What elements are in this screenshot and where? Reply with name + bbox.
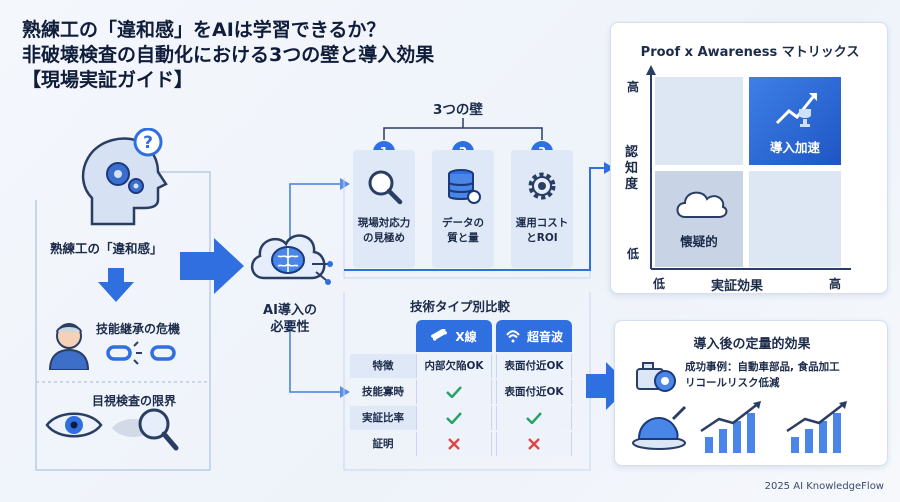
effects-line2: リコールリスク低減 <box>685 377 780 389</box>
bone-icon <box>431 329 448 341</box>
effects-line1: 成功事例：自動車部品, 食品加工 <box>685 361 840 373</box>
engine-gear-icon <box>636 362 676 392</box>
head-gears-icon: ? <box>78 127 173 232</box>
comparison-row: 技能寡時 表面付近OK <box>350 380 576 404</box>
ai-label-line2: 必要性 <box>270 320 310 335</box>
quad-bottom-left-label: 懐疑的 <box>680 234 718 249</box>
wall-1-line2: の見極め <box>363 232 405 244</box>
col-xray-header: X線 <box>416 320 492 352</box>
title-line-3: 【現場実証ガイド】 <box>22 69 194 91</box>
cloud-icon <box>676 191 728 218</box>
cross-icon <box>496 432 572 456</box>
arrow-to-ai <box>180 238 244 294</box>
matrix-x-high: 高 <box>829 277 842 291</box>
wall-card-3: 運用コスト とROI <box>511 150 573 268</box>
wall-2-line2: 質と量 <box>447 232 479 244</box>
col-xray-label: X線 <box>455 329 477 344</box>
row-label: 特徴 <box>350 354 416 378</box>
matrix-y-high: 高 <box>627 80 640 94</box>
comparison-row: 証明 <box>350 432 576 456</box>
cross-icon <box>416 432 492 456</box>
matrix-x-label: 実証効果 <box>711 279 764 294</box>
wall-1-line1: 現場対応力 <box>357 217 411 229</box>
wave-icon <box>506 330 520 343</box>
magnifier-eye-icon <box>110 404 180 458</box>
matrix-x-low: 低 <box>653 277 666 291</box>
comparison-row: 実証比率 <box>350 406 576 430</box>
ai-label: AI導入の 必要性 <box>250 302 330 336</box>
check-icon <box>416 406 492 430</box>
quad-top-left <box>655 77 743 165</box>
growth-chart-icon-2 <box>786 401 847 453</box>
effects-title: 導入後の定量的効果 <box>693 337 811 352</box>
wall-3-line2: とROI <box>526 232 558 244</box>
head-label: 熟練工の「違和感」 <box>50 241 163 256</box>
broken-chain-icon <box>106 340 176 370</box>
check-icon <box>496 406 572 430</box>
row-value: 表面付近OK <box>496 354 572 378</box>
matrix-panel: Proof x Awareness マトリックス 高 低 認知度 導入加速 懐疑… <box>610 22 888 294</box>
page-title: 熟練工の「違和感」をAIは学習できるか？ 非破壊検査の自動化における3つの壁と導… <box>22 18 542 93</box>
row-value: 内部欠陥OK <box>416 354 492 378</box>
walls-heading: 3つの壁 <box>433 102 483 118</box>
effects-text: 成功事例：自動車部品, 食品加工 リコールリスク低減 <box>685 359 840 391</box>
quad-top-right-label: 導入加速 <box>769 140 820 155</box>
matrix-y-low: 低 <box>627 247 640 261</box>
row-value: 表面付近OK <box>496 380 572 404</box>
risk-skill-label: 技能継承の危機 <box>96 322 181 336</box>
check-icon <box>416 380 492 404</box>
footer-credit: 2025 AI KnowledgeFlow <box>764 481 884 492</box>
risk-visual-label: 目視検査の限界 <box>92 394 177 408</box>
gear-icon <box>528 172 556 200</box>
ai-brain-icon <box>244 214 334 298</box>
wall-3-line1: 運用コスト <box>515 217 569 229</box>
svg-text:?: ? <box>143 133 153 153</box>
ai-label-line1: AI導入の <box>263 303 317 318</box>
wall-card-1: 現場対応力 の見極め <box>353 150 415 268</box>
magnifier-icon <box>368 170 403 205</box>
quad-top-right: 導入加速 <box>749 77 841 165</box>
database-icon <box>448 169 481 204</box>
matrix-y-label: 認知度 <box>625 145 639 192</box>
comparison-heading: 技術タイプ別比較 <box>410 299 511 314</box>
matrix-axes <box>646 65 851 270</box>
row-label: 証明 <box>372 438 394 450</box>
growth-chart-icon-1 <box>700 401 761 453</box>
row-label: 技能寡時 <box>362 386 404 398</box>
effects-panel: 導入後の定量的効果 成功事例：自動車部品, 食品加工 リコールリスク低減 <box>614 320 888 466</box>
arrow-down <box>98 268 134 302</box>
col-ultrasound-header: 超音波 <box>496 320 572 352</box>
wall-card-2: データの 質と量 <box>432 150 494 268</box>
title-line-1: 熟練工の「違和感」をAIは学習できるか？ <box>22 19 386 41</box>
food-dish-icon <box>632 405 687 450</box>
row-label: 実証比率 <box>350 406 416 430</box>
matrix-title: Proof x Awareness マトリックス <box>640 45 860 60</box>
col-ultrasound-label: 超音波 <box>526 329 563 344</box>
worker-avatar <box>42 318 96 374</box>
arrow-to-effects <box>586 362 630 410</box>
trophy-trend-icon <box>775 93 817 127</box>
quad-bottom-right <box>749 171 841 267</box>
wall-2-line1: データの <box>442 217 484 229</box>
title-line-2: 非破壊検査の自動化における3つの壁と導入効果 <box>22 44 435 66</box>
eye-icon <box>44 408 104 446</box>
quad-bottom-left: 懐疑的 <box>655 171 743 267</box>
